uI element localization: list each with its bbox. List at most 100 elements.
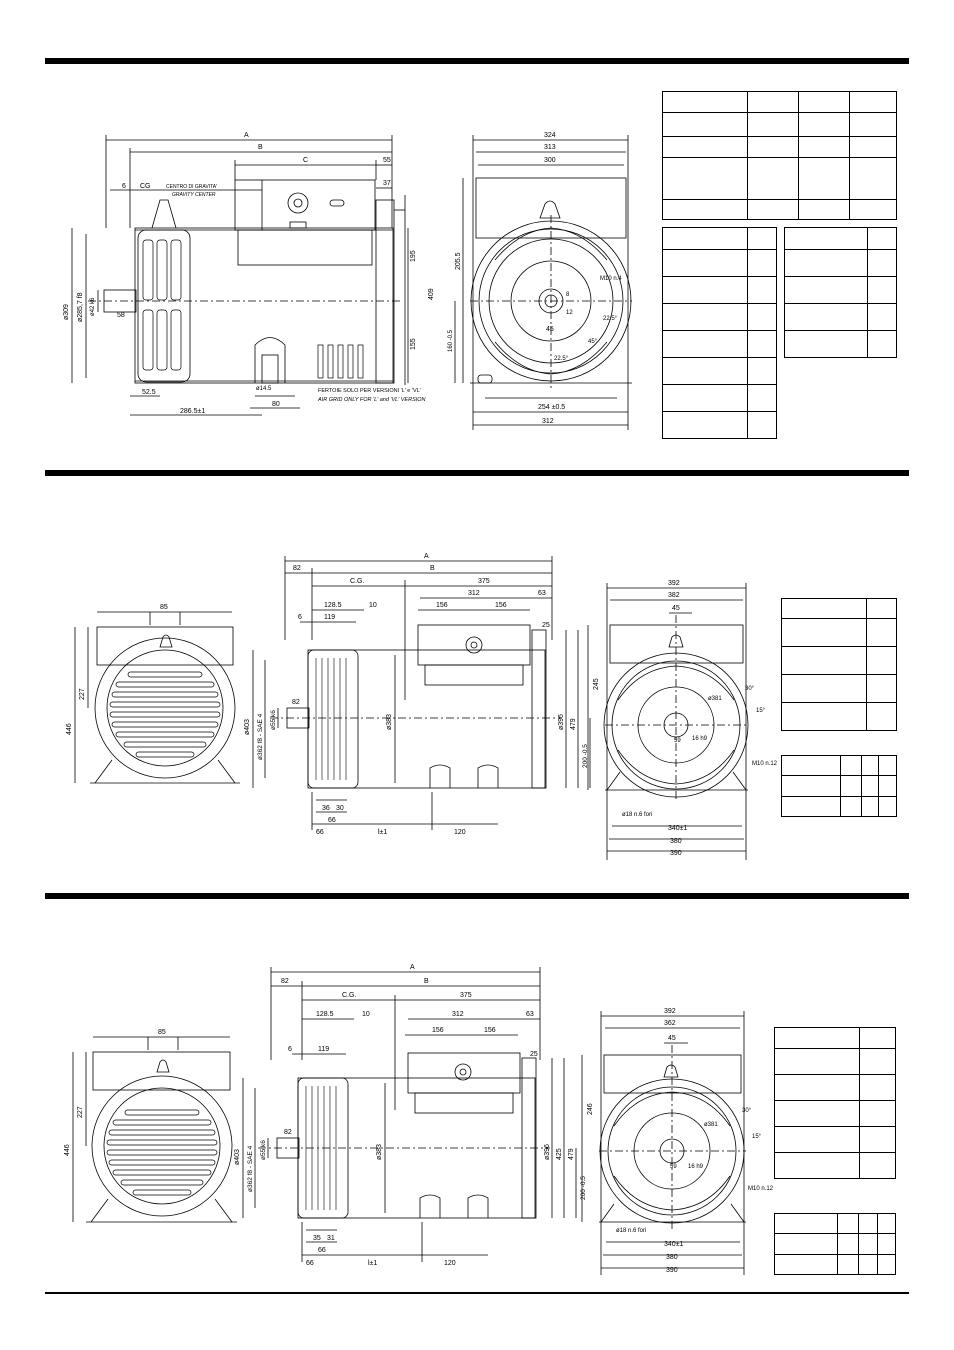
svg-text:M10 n.4: M10 n.4 bbox=[600, 276, 622, 282]
svg-text:66: 66 bbox=[328, 817, 336, 824]
svg-text:82: 82 bbox=[281, 978, 289, 985]
svg-text:246: 246 bbox=[587, 1103, 594, 1115]
section3-front-view bbox=[72, 1036, 237, 1223]
section3-side-labels: A 82 B C.G. 375 312 63 128.5 10 156 156 … bbox=[234, 964, 587, 1267]
svg-text:392: 392 bbox=[664, 1008, 676, 1015]
svg-text:82: 82 bbox=[293, 565, 301, 572]
section3-side-view bbox=[242, 967, 577, 1262]
svg-text:80: 80 bbox=[272, 401, 280, 408]
svg-text:22.5°: 22.5° bbox=[603, 316, 618, 322]
svg-text:AIR GRID ONLY FOR 'L' and 'VL': AIR GRID ONLY FOR 'L' and 'VL' VERSION bbox=[317, 397, 426, 403]
svg-text:340±1: 340±1 bbox=[664, 1241, 684, 1248]
svg-text:C.G.: C.G. bbox=[342, 992, 356, 999]
section3-end-labels: 392 362 45 ø381 30° 15° 16 h9 59 M10 n.1… bbox=[587, 1008, 774, 1274]
svg-text:479: 479 bbox=[568, 1148, 575, 1160]
svg-text:ø396: ø396 bbox=[558, 714, 565, 730]
svg-text:22.5°: 22.5° bbox=[554, 356, 569, 362]
svg-text:119: 119 bbox=[324, 614, 335, 621]
svg-text:CG: CG bbox=[140, 183, 151, 190]
svg-text:200 -0.5: 200 -0.5 bbox=[582, 744, 589, 768]
svg-text:ø55 k6: ø55 k6 bbox=[260, 1140, 267, 1160]
svg-text:C: C bbox=[303, 157, 308, 164]
svg-text:16 h9: 16 h9 bbox=[688, 1164, 704, 1170]
svg-text:245: 245 bbox=[593, 678, 600, 690]
svg-text:227: 227 bbox=[77, 1106, 84, 1118]
svg-text:59: 59 bbox=[670, 1164, 677, 1170]
svg-text:M10 n.12: M10 n.12 bbox=[752, 761, 778, 767]
svg-text:ø42 k6: ø42 k6 bbox=[90, 297, 96, 316]
svg-text:195: 195 bbox=[410, 250, 417, 262]
svg-text:58: 58 bbox=[117, 312, 125, 319]
svg-text:ø396: ø396 bbox=[544, 1144, 551, 1160]
svg-text:52.5: 52.5 bbox=[142, 389, 156, 396]
svg-text:66: 66 bbox=[316, 829, 324, 836]
section-rule-2 bbox=[45, 470, 909, 476]
svg-text:12: 12 bbox=[566, 310, 573, 316]
svg-text:82: 82 bbox=[292, 699, 300, 706]
svg-text:362: 362 bbox=[664, 1020, 676, 1027]
svg-text:446: 446 bbox=[64, 1144, 71, 1156]
svg-text:375: 375 bbox=[478, 578, 490, 585]
svg-text:156: 156 bbox=[484, 1027, 496, 1034]
svg-text:156: 156 bbox=[495, 602, 507, 609]
svg-text:8: 8 bbox=[566, 292, 570, 298]
svg-text:409: 409 bbox=[428, 288, 435, 300]
svg-text:375: 375 bbox=[460, 992, 472, 999]
section2-side-labels: A 82 B C.G. 375 312 63 128.5 10 156 156 … bbox=[244, 553, 589, 836]
section1-end-view bbox=[454, 135, 632, 430]
svg-text:30°: 30° bbox=[742, 1108, 752, 1114]
spec-table-2a bbox=[781, 598, 897, 731]
svg-text:37: 37 bbox=[383, 180, 391, 187]
svg-text:ø362 f8 - SAE 4: ø362 f8 - SAE 4 bbox=[257, 713, 264, 760]
svg-text:B: B bbox=[430, 565, 435, 572]
svg-text:25: 25 bbox=[542, 622, 550, 629]
svg-text:446: 446 bbox=[66, 723, 73, 735]
svg-text:10: 10 bbox=[369, 602, 377, 609]
svg-text:45: 45 bbox=[546, 326, 554, 333]
svg-text:380: 380 bbox=[666, 1254, 678, 1261]
svg-text:A: A bbox=[244, 132, 249, 139]
svg-text:B: B bbox=[258, 144, 263, 151]
svg-text:l±1: l±1 bbox=[378, 829, 387, 836]
svg-text:392: 392 bbox=[668, 580, 680, 587]
svg-text:205.5: 205.5 bbox=[455, 252, 462, 270]
svg-text:15°: 15° bbox=[752, 1134, 762, 1140]
svg-text:16 h9: 16 h9 bbox=[692, 736, 708, 742]
svg-text:156: 156 bbox=[436, 602, 448, 609]
svg-text:160 -0.5: 160 -0.5 bbox=[448, 329, 454, 352]
spec-table-1b bbox=[662, 227, 777, 439]
section2-side-view bbox=[252, 556, 591, 830]
svg-text:31: 31 bbox=[327, 1235, 335, 1242]
svg-text:FERTOIE SOLO PER VERSIONI 'L': FERTOIE SOLO PER VERSIONI 'L' e 'VL' bbox=[318, 388, 421, 394]
section-rule-top bbox=[45, 58, 909, 64]
svg-text:25: 25 bbox=[530, 1051, 538, 1058]
svg-text:6: 6 bbox=[288, 1046, 292, 1053]
spec-table-1a bbox=[662, 91, 897, 220]
svg-text:36: 36 bbox=[322, 805, 330, 812]
section2-end-view bbox=[587, 583, 749, 860]
svg-text:227: 227 bbox=[79, 688, 86, 700]
svg-text:340±1: 340±1 bbox=[668, 825, 688, 832]
svg-text:300: 300 bbox=[544, 157, 556, 164]
svg-text:ø309: ø309 bbox=[63, 304, 70, 320]
svg-text:66: 66 bbox=[318, 1247, 326, 1254]
svg-text:GRAVITY CENTER: GRAVITY CENTER bbox=[172, 192, 216, 198]
svg-text:l±1: l±1 bbox=[368, 1260, 377, 1267]
svg-text:ø383: ø383 bbox=[376, 1144, 383, 1160]
svg-text:63: 63 bbox=[526, 1011, 534, 1018]
svg-text:85: 85 bbox=[160, 604, 168, 611]
svg-text:15°: 15° bbox=[756, 708, 766, 714]
spec-table-3b bbox=[774, 1213, 896, 1275]
svg-text:82: 82 bbox=[284, 1129, 292, 1136]
svg-text:ø285,7 f8: ø285,7 f8 bbox=[77, 292, 84, 322]
spec-table-3a bbox=[774, 1027, 896, 1179]
svg-text:313: 313 bbox=[544, 144, 556, 151]
svg-text:425: 425 bbox=[556, 1148, 563, 1160]
svg-text:45: 45 bbox=[668, 1035, 676, 1042]
svg-text:119: 119 bbox=[318, 1046, 329, 1053]
svg-text:A: A bbox=[424, 553, 429, 560]
svg-text:35: 35 bbox=[313, 1235, 321, 1242]
svg-text:120: 120 bbox=[454, 829, 466, 836]
svg-text:ø18 n.6 fori: ø18 n.6 fori bbox=[622, 812, 652, 818]
section2-front-view bbox=[74, 611, 240, 784]
